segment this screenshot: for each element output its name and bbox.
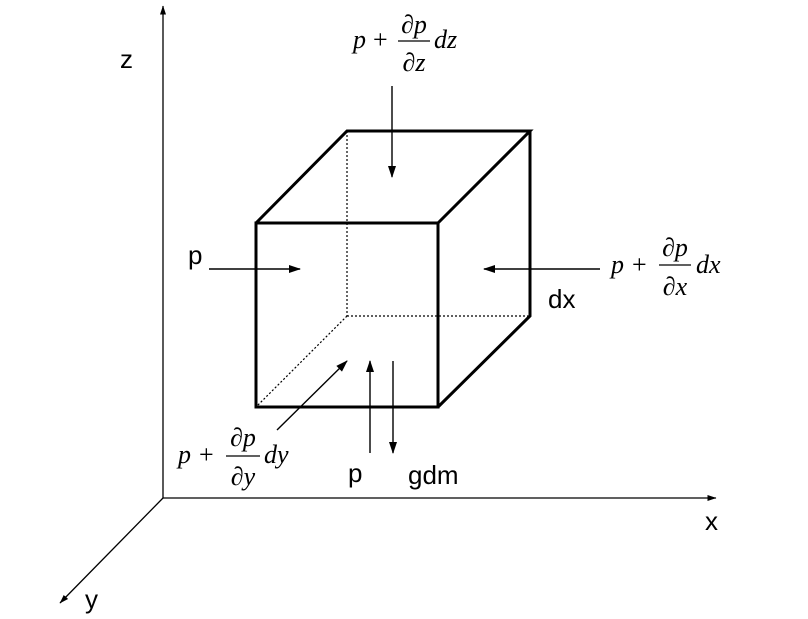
pressure-z-differential: dz	[434, 25, 457, 54]
edge-length-dx-label: dx	[548, 284, 575, 314]
cube-top-face-edges	[254, 129, 534, 225]
pressure-y-denominator: ∂y	[231, 462, 256, 491]
force-arrows	[209, 86, 600, 454]
pressure-x-base: p	[609, 250, 624, 279]
coordinate-axes: z x y	[59, 5, 718, 614]
pressure-y-differential: dy	[264, 440, 289, 469]
pressure-x-plus: +	[632, 250, 647, 279]
pressure-z-plus: +	[373, 25, 388, 54]
x-axis-label: x	[705, 506, 718, 536]
pressure-x-denominator: ∂x	[663, 272, 688, 301]
cube-right-face-edges	[436, 131, 532, 409]
pressure-z-numerator: ∂p	[401, 10, 427, 39]
pressure-z-formula: p + ∂p ∂z dz	[351, 10, 457, 77]
arrow-front-pressure	[276, 360, 348, 431]
y-axis	[59, 497, 164, 604]
pressure-y-base: p	[176, 440, 191, 469]
z-axis-label: z	[120, 44, 133, 74]
pressure-x-differential: dx	[696, 250, 721, 279]
pressure-z-denominator: ∂z	[403, 48, 426, 77]
pressure-y-numerator: ∂p	[230, 423, 256, 452]
pressure-y-plus: +	[199, 440, 214, 469]
pressure-x-numerator: ∂p	[662, 233, 688, 262]
pressure-x-formula: p + ∂p ∂x dx	[609, 233, 721, 301]
pressure-y-formula: p + ∂p ∂y dy	[176, 423, 289, 491]
cube-front-face	[254, 221, 440, 409]
y-axis-label: y	[85, 584, 98, 614]
weight-label: gdm	[408, 460, 459, 490]
pressure-z-base: p	[351, 25, 366, 54]
fluid-element-cube	[254, 129, 534, 409]
hidden-edge-depth	[255, 315, 348, 408]
pressure-bottom-label: p	[348, 458, 362, 488]
pressure-left-label: p	[188, 240, 202, 270]
